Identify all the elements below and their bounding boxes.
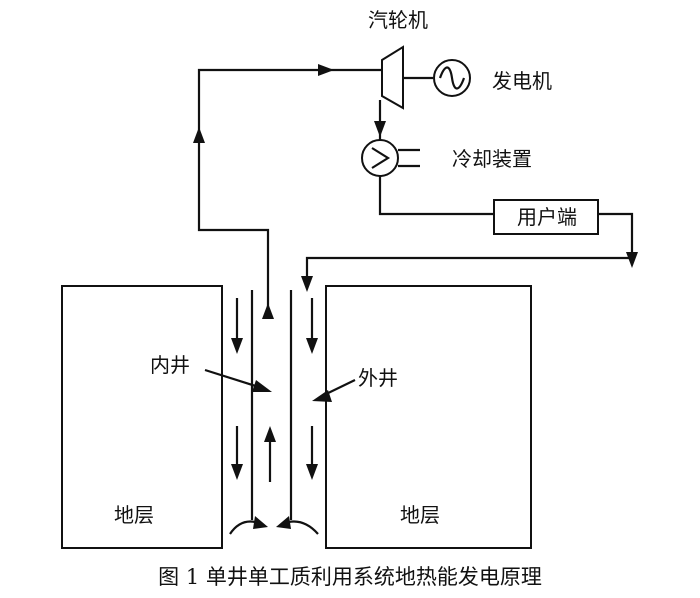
flow-arrow-up-inner-top <box>262 303 274 319</box>
bottom-arrow-right-head <box>276 516 291 529</box>
inner-well-pointer <box>204 368 263 390</box>
flow-arrow-up-inner-mid <box>264 426 276 442</box>
stratum-right-label: 地层 <box>400 503 440 527</box>
generator-sine-symbol <box>438 66 466 90</box>
flow-arrow-up-riser <box>193 127 205 143</box>
figure-caption: 图 1 单井单工质利用系统地热能发电原理 <box>158 565 542 589</box>
turbine-icon <box>381 45 404 110</box>
flow-arrow-down-outer-right-bottom <box>306 464 318 480</box>
inner-well-pointer-head <box>252 380 272 392</box>
outer-well-label: 外井 <box>358 366 398 390</box>
condensate-pipe <box>378 176 494 216</box>
flow-arrow-down-exhaust <box>374 121 386 137</box>
production-pipe <box>197 68 382 312</box>
flow-arrow-down-outer-left-bottom <box>231 464 243 480</box>
flow-arrow-down-return-entry <box>301 276 313 292</box>
user-end-label: 用户端 <box>517 205 577 229</box>
flow-arrow-right-top <box>318 64 334 76</box>
stratum-left-label: 地层 <box>114 503 154 527</box>
cooling-device-label: 冷却装置 <box>452 147 532 171</box>
flow-arrow-down-return-right <box>626 252 638 268</box>
outer-well-pointer-head <box>312 390 332 402</box>
stratum-left-block <box>61 285 223 549</box>
cooling-coil-symbol <box>371 147 391 169</box>
user-end-box <box>493 199 599 235</box>
bottom-arrow-left-head <box>253 516 268 529</box>
cooling-device-icon <box>361 139 399 177</box>
flow-arrow-down-outer-right-top <box>306 338 318 354</box>
inner-well-label: 内井 <box>150 353 190 377</box>
flow-arrow-down-outer-left-top <box>231 338 243 354</box>
turbine-label: 汽轮机 <box>368 8 428 32</box>
generator-label: 发电机 <box>492 69 552 93</box>
stratum-right-block <box>325 285 532 549</box>
